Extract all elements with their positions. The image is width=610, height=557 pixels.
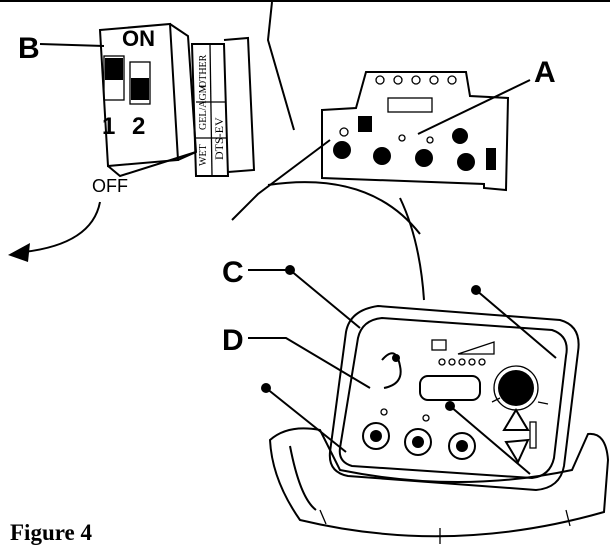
leader-a <box>417 79 531 135</box>
battery-icon <box>431 339 447 351</box>
switch-slot-2 <box>129 61 151 105</box>
strip-label-gel-agm: GEL/AGM <box>198 84 209 130</box>
switch-toggle-1 <box>105 58 123 80</box>
switch-pos2-label: 2 <box>132 113 145 140</box>
callout-line-lower <box>231 139 331 221</box>
signal-bars-icon <box>457 341 495 355</box>
warning-icon-2 <box>504 438 530 465</box>
charger-unit <box>268 304 610 544</box>
panel-button-3 <box>448 432 476 460</box>
off-arrow-icon <box>23 201 101 253</box>
leader-d <box>248 337 371 389</box>
plug-icon <box>381 352 402 389</box>
off-label: OFF <box>92 176 128 196</box>
display-window <box>419 375 481 401</box>
leader-center <box>449 405 531 475</box>
arrow-head-icon <box>8 243 30 262</box>
strip-label-other: OTHER <box>198 54 209 88</box>
warning-icon <box>502 408 530 431</box>
switch-toggle-2 <box>131 78 149 100</box>
label-d: D <box>222 324 244 357</box>
label-c: C <box>222 256 244 289</box>
control-knob <box>498 370 534 406</box>
switch-on-label: ON <box>122 26 155 51</box>
callout-arc <box>267 181 421 235</box>
leader-b <box>39 43 105 47</box>
strip-label-dts-ev: DTS-EV <box>212 117 226 160</box>
dip-switch: ON 1 2 <box>98 22 198 178</box>
leader-c-diagonal <box>289 269 361 329</box>
switch-pos1-label: 1 <box>102 113 115 140</box>
label-a: A <box>534 56 556 89</box>
panel-button-1 <box>362 422 390 450</box>
top-border-line <box>0 0 610 2</box>
label-b: B <box>18 32 40 65</box>
setting-strip: WET GEL/AGM OTHER DTS-EV <box>190 36 256 177</box>
callout-line-upper <box>266 1 295 131</box>
leader-upper-right <box>475 289 557 359</box>
panel-button-2 <box>404 428 432 456</box>
circuit-board <box>321 71 510 192</box>
strip-label-wet: WET <box>198 144 209 166</box>
leader-lower-left <box>265 387 347 453</box>
callout-line-right <box>399 197 425 301</box>
switch-slot-1 <box>103 55 125 101</box>
figure-caption: Figure 4 <box>10 520 92 545</box>
